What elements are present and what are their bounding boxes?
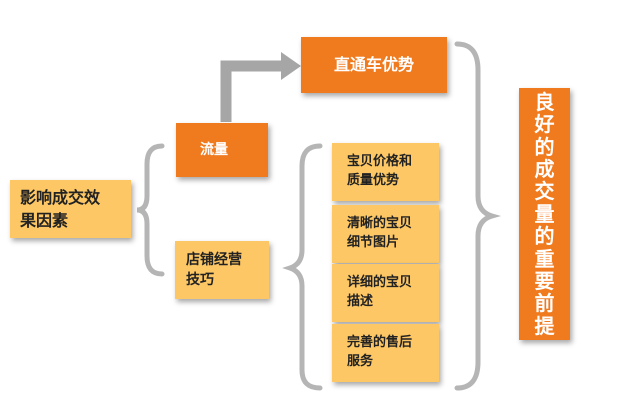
influence-factors-label: 影响成交效果因素 — [20, 187, 101, 230]
right-brace — [454, 41, 502, 391]
skill-item: 完善的售后服务 — [332, 324, 439, 382]
arrow-head — [281, 52, 301, 80]
skill-item: 详细的宝贝描述 — [332, 264, 439, 322]
middle-brace — [282, 143, 323, 391]
result-label: 良好的成交量的重要前提 — [534, 89, 555, 338]
influence-factors-box: 影响成交效果因素 — [10, 180, 131, 238]
left-brace — [136, 143, 165, 277]
skill-item-label: 详细的宝贝描述 — [347, 275, 413, 309]
skill-item-label: 清晰的宝贝细节图片 — [347, 216, 413, 250]
traffic-label: 流量 — [200, 141, 228, 158]
skill-item: 宝贝价格和质量优势 — [332, 143, 439, 201]
skill-item: 清晰的宝贝细节图片 — [332, 205, 439, 263]
zhitong-advantage-box: 直通车优势 — [301, 37, 447, 93]
traffic-box: 流量 — [176, 123, 268, 177]
shop-skills-label: 店铺经营技巧 — [186, 251, 242, 288]
skill-item-label: 宝贝价格和质量优势 — [347, 154, 413, 188]
zhitong-advantage-label: 直通车优势 — [333, 55, 414, 75]
skill-item-label: 完善的售后服务 — [347, 335, 413, 369]
arrow-shaft — [220, 60, 283, 122]
shop-skills-box: 店铺经营技巧 — [175, 241, 269, 299]
result-box: 良好的成交量的重要前提 — [519, 88, 570, 340]
